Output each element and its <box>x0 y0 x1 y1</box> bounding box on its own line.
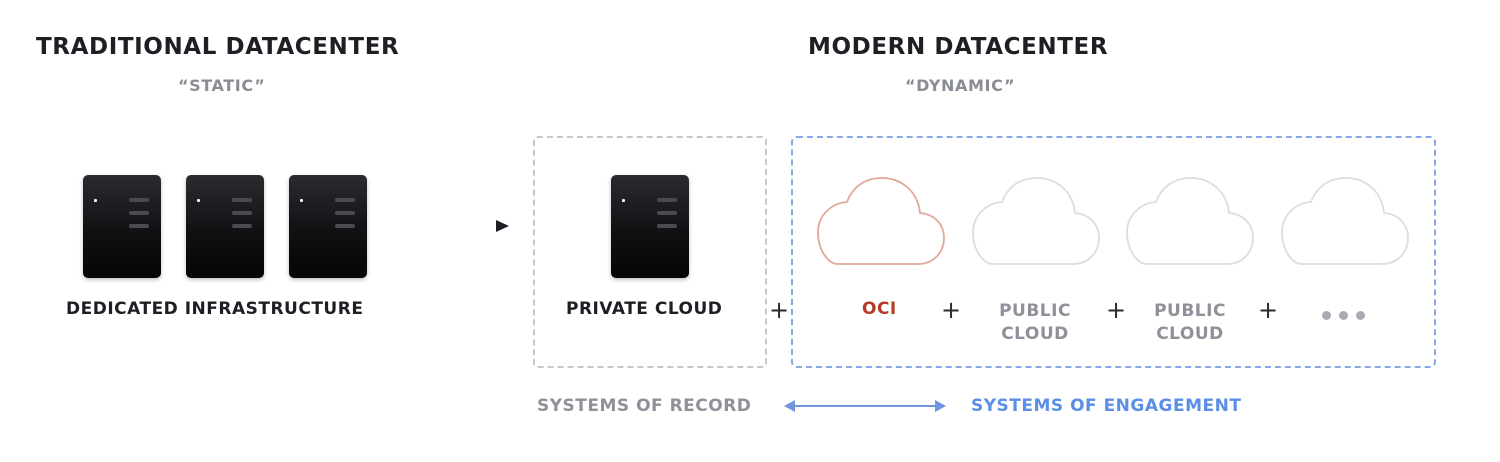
systems-of-engagement-label: SYSTEMS OF ENGAGEMENT <box>971 396 1242 416</box>
plus-sign: + <box>1258 296 1279 324</box>
modern-datacenter-title: MODERN DATACENTER <box>808 34 1109 60</box>
server-icon <box>186 175 264 278</box>
oci-label: OCI <box>862 299 897 319</box>
more-ellipsis-icon <box>1322 305 1373 324</box>
traditional-datacenter-title: TRADITIONAL DATACENTER <box>36 34 400 60</box>
server-icon <box>611 175 689 278</box>
private-cloud-box <box>533 136 767 368</box>
systems-of-record-label: SYSTEMS OF RECORD <box>537 396 752 416</box>
engagement-box <box>791 136 1436 368</box>
dedicated-infrastructure-label: DEDICATED INFRASTRUCTURE <box>66 299 364 319</box>
modern-datacenter-subtitle: “DYNAMIC” <box>905 76 1016 95</box>
cloud-icon <box>1281 177 1409 265</box>
transition-arrow-icon <box>392 220 509 232</box>
cloud-icon <box>972 177 1100 265</box>
cloud-icon <box>817 177 945 265</box>
plus-sign: + <box>1106 296 1127 324</box>
server-icon <box>83 175 161 278</box>
plus-sign: + <box>941 296 962 324</box>
server-icon <box>289 175 367 278</box>
bidirectional-arrow-icon <box>784 400 946 412</box>
plus-sign: + <box>769 296 790 324</box>
traditional-datacenter-subtitle: “STATIC” <box>178 76 266 95</box>
cloud-icon <box>1126 177 1254 265</box>
private-cloud-label: PRIVATE CLOUD <box>566 299 723 319</box>
